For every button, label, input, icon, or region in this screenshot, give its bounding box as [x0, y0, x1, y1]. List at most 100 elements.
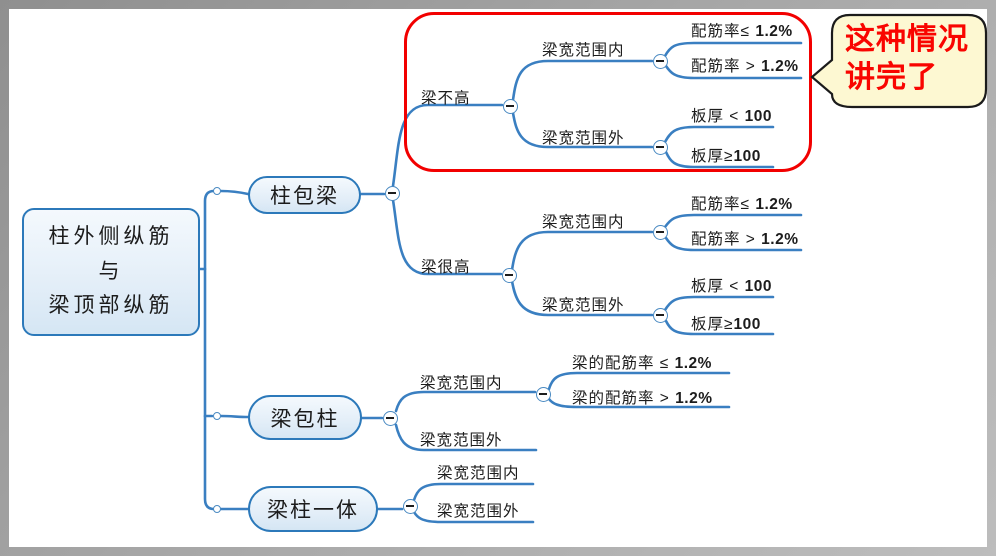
subtopic-label: 梁宽范围内 — [542, 214, 625, 231]
connector-path — [663, 41, 803, 58]
connector-path — [511, 59, 654, 102]
subtopic-label: 梁不高 — [421, 90, 471, 107]
collapse-button-within-width-1[interactable] — [652, 53, 668, 69]
leaf-slab-ge-100-1[interactable]: 板厚≥100 — [691, 144, 761, 166]
subtopic-beam-very-tall[interactable]: 梁很高 — [421, 255, 471, 277]
subtopic-label: 梁宽范围外 — [437, 503, 520, 520]
connector-path — [391, 103, 504, 188]
collapse-button-beam-wraps-column[interactable] — [382, 410, 398, 426]
subtopic-label: 梁宽范围外 — [542, 130, 625, 147]
subtopic-within-beam-width-2[interactable]: 梁宽范围内 — [542, 210, 625, 232]
subtopic-outside-beam-width-3[interactable]: 梁宽范围外 — [420, 428, 503, 450]
collapse-button-beam-column-integrated[interactable] — [402, 498, 418, 514]
connector-path — [412, 482, 535, 502]
connector-path — [219, 414, 250, 419]
leaf-beam-rebar-ratio-gt[interactable]: 梁的配筋率 > 1.2% — [572, 386, 713, 408]
leaf-label: 配筋率 > — [691, 58, 762, 75]
leaf-label: 板厚≥ — [691, 316, 734, 333]
root-topic-line1: 柱外侧纵筋 — [48, 225, 174, 249]
leaf-slab-ge-100-2[interactable]: 板厚≥100 — [691, 312, 761, 334]
leaf-beam-rebar-ratio-le[interactable]: 梁的配筋率 ≤ 1.2% — [572, 351, 712, 373]
connector-path — [663, 125, 775, 144]
leaf-label: 梁的配筋率 ≤ — [572, 355, 675, 372]
trunk-connectors — [198, 189, 250, 511]
leaf-rebar-ratio-gt-1[interactable]: 配筋率 > 1.2% — [691, 54, 799, 76]
topic-label: 梁柱一体 — [267, 499, 359, 522]
leaf-rebar-ratio-gt-2[interactable]: 配筋率 > 1.2% — [691, 227, 799, 249]
connector-path — [547, 371, 731, 391]
leaf-label: 配筋率≤ — [691, 23, 756, 40]
leaf-value: 100 — [744, 278, 773, 295]
leaf-label: 配筋率≤ — [691, 196, 756, 213]
connector-path — [510, 279, 654, 317]
callout-line1: 这种情况 — [845, 23, 969, 56]
subtopic-label: 梁宽范围外 — [542, 297, 625, 314]
connector-path — [664, 64, 803, 80]
root-topic[interactable]: 柱外侧纵筋 与 梁顶部纵筋 — [22, 208, 200, 336]
collapse-button-outside-width-1[interactable] — [652, 139, 668, 155]
leaf-label: 梁的配筋率 > — [572, 390, 676, 407]
subtopic-outside-beam-width-2[interactable]: 梁宽范围外 — [542, 293, 625, 315]
subtopic-label: 梁宽范围外 — [420, 432, 503, 449]
callout-bubble-shape — [810, 13, 988, 109]
leaf-value: 1.2% — [674, 355, 712, 372]
connector-path — [412, 510, 535, 524]
subtopic-within-beam-width-4[interactable]: 梁宽范围内 — [437, 461, 520, 483]
leaf-slab-lt-100-1[interactable]: 板厚 < 100 — [691, 104, 772, 126]
leaf-value: 100 — [733, 316, 761, 333]
leaf-slab-lt-100-2[interactable]: 板厚 < 100 — [691, 274, 772, 296]
leaf-label: 板厚 < — [691, 108, 745, 125]
collapse-button-column-wraps-beam[interactable] — [384, 185, 400, 201]
connector-path — [663, 295, 775, 312]
topic-beam-column-integrated[interactable]: 梁柱一体 — [248, 486, 378, 532]
subtopic-beam-not-tall[interactable]: 梁不高 — [421, 86, 471, 108]
leaf-rebar-ratio-le-2[interactable]: 配筋率≤ 1.2% — [691, 192, 793, 214]
subtopic-outside-beam-width-4[interactable]: 梁宽范围外 — [437, 499, 520, 521]
leaf-value: 100 — [733, 148, 761, 165]
callout-bubble — [810, 13, 988, 109]
leaf-label: 板厚≥ — [691, 148, 734, 165]
connector-path — [510, 230, 654, 272]
connector-path — [664, 150, 775, 169]
subtopic-within-beam-width-3[interactable]: 梁宽范围内 — [420, 371, 503, 393]
leaf-value: 1.2% — [675, 390, 713, 407]
collapse-button-outside-width-2[interactable] — [652, 307, 668, 323]
connector-path — [394, 390, 537, 413]
callout-line2: 讲完了 — [845, 61, 938, 94]
subtopic-label: 梁很高 — [421, 259, 471, 276]
connector-path — [394, 423, 538, 452]
leaf-value: 1.2% — [761, 231, 799, 248]
leaf-value: 100 — [744, 108, 773, 125]
leaf-label: 板厚 < — [691, 278, 745, 295]
connector-path — [663, 213, 803, 229]
topic-column-wraps-beam[interactable]: 柱包梁 — [248, 176, 361, 214]
subtopic-label: 梁宽范围内 — [542, 42, 625, 59]
leaf-label: 配筋率 > — [691, 231, 762, 248]
subtopic-outside-beam-width-1[interactable]: 梁宽范围外 — [542, 126, 625, 148]
subtopic-within-beam-width-1[interactable]: 梁宽范围内 — [542, 38, 625, 60]
branch-junction-dot — [213, 187, 221, 195]
collapse-button-beam-not-tall[interactable] — [502, 98, 518, 114]
root-topic-line3: 梁顶部纵筋 — [48, 294, 174, 318]
root-topic-line2: 与 — [98, 259, 124, 283]
connector-path — [664, 319, 775, 336]
connector-path — [664, 236, 803, 252]
connector-path — [547, 397, 731, 409]
topic-beam-wraps-column[interactable]: 梁包柱 — [248, 395, 362, 440]
branch-connectors — [359, 41, 803, 524]
topic-label: 柱包梁 — [270, 185, 339, 208]
connector-path — [391, 198, 503, 276]
branch-junction-dot — [213, 412, 221, 420]
leaf-value: 1.2% — [761, 58, 799, 75]
subtopic-label: 梁宽范围内 — [437, 465, 520, 482]
collapse-button-within-width-3[interactable] — [535, 386, 551, 402]
leaf-value: 1.2% — [755, 196, 793, 213]
branch-junction-dot — [213, 505, 221, 513]
collapse-button-beam-very-tall[interactable] — [501, 267, 517, 283]
collapse-button-within-width-2[interactable] — [652, 224, 668, 240]
subtopic-label: 梁宽范围内 — [420, 375, 503, 392]
connector-path — [511, 111, 654, 149]
topic-label: 梁包柱 — [270, 407, 340, 431]
